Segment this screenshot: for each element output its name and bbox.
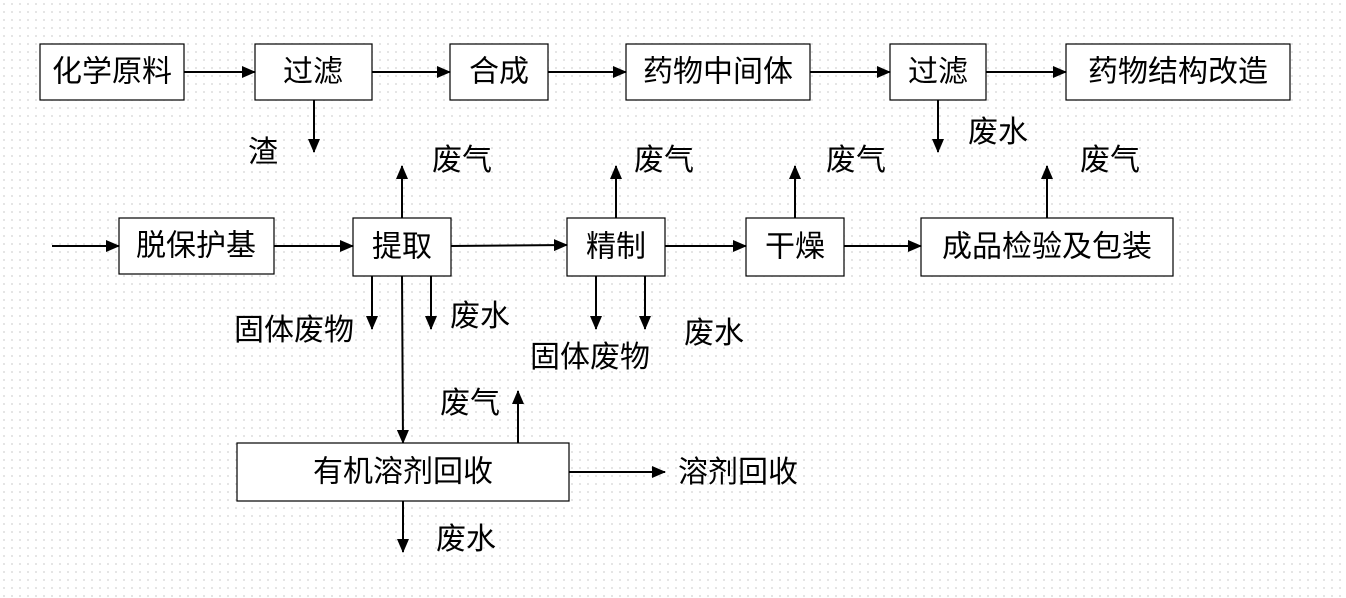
node-filter-1: 过滤: [254, 43, 373, 101]
node-solvent-recovery: 有机溶剂回收: [236, 442, 570, 502]
label-solid-waste-refining: 固体废物: [530, 340, 650, 375]
node-drying-label: 干燥: [765, 230, 825, 265]
node-refining-label: 精制: [586, 230, 646, 265]
node-deprotection-label: 脱保护基: [136, 229, 256, 264]
label-waste-gas-refining: 废气: [634, 143, 694, 178]
node-raw-materials-label: 化学原料: [52, 55, 172, 90]
node-inspection-packaging-label: 成品检验及包装: [942, 230, 1152, 265]
label-waste-gas-extraction: 废气: [432, 143, 492, 178]
label-solid-waste-extraction: 固体废物: [234, 313, 354, 348]
node-synthesis-label: 合成: [469, 55, 529, 90]
node-filter-2-label: 过滤: [908, 55, 968, 90]
node-filter-2: 过滤: [889, 43, 987, 101]
label-residue: 渣: [248, 135, 278, 170]
label-wastewater-refining: 废水: [684, 316, 744, 351]
label-waste-gas-recovery: 废气: [440, 386, 500, 421]
node-raw-materials: 化学原料: [39, 43, 185, 101]
arrow-extraction-to-solvent-recovery: [396, 275, 409, 444]
node-drying: 干燥: [745, 217, 845, 277]
node-filter-1-label: 过滤: [283, 55, 343, 90]
node-extraction-label: 提取: [372, 230, 432, 265]
node-deprotection: 脱保护基: [118, 217, 275, 275]
label-waste-gas-packaging: 废气: [1080, 143, 1140, 178]
node-extraction: 提取: [352, 217, 452, 277]
node-solvent-recovery-label: 有机溶剂回收: [313, 455, 493, 490]
node-synthesis: 合成: [449, 43, 549, 101]
label-wastewater-filter2: 废水: [968, 115, 1028, 150]
node-structure-modification-label: 药物结构改造: [1088, 55, 1268, 90]
label-recovered-solvent: 溶剂回收: [678, 455, 798, 490]
node-structure-modification: 药物结构改造: [1065, 43, 1291, 101]
node-inspection-packaging: 成品检验及包装: [920, 217, 1174, 277]
label-wastewater-recovery: 废水: [436, 522, 496, 557]
arrow-extraction-to-refining: [450, 239, 568, 252]
node-intermediate: 药物中间体: [625, 43, 811, 101]
label-waste-gas-drying: 废气: [826, 143, 886, 178]
node-intermediate-label: 药物中间体: [643, 55, 793, 90]
node-refining: 精制: [566, 217, 666, 277]
label-wastewater-extraction: 废水: [450, 299, 510, 334]
